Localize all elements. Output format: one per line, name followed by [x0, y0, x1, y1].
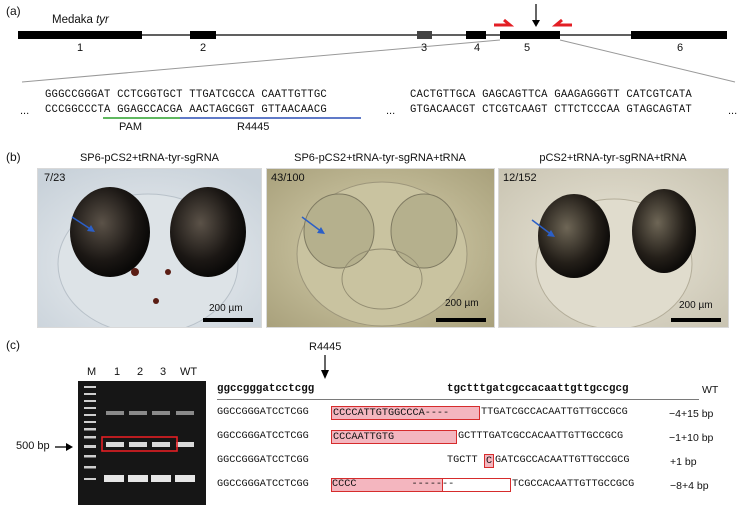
mut1-insertion-box: CCCCATTGTGGCCCA---- [331, 406, 480, 420]
exon-num-1: 1 [77, 42, 84, 54]
exon-2 [190, 31, 216, 39]
exon-1 [18, 31, 142, 39]
exon-num-6: 6 [677, 42, 684, 54]
seq-bottom-left: CCCGGCCCTA GGAGCCACGA AACTAGCGGT GTTAACA… [45, 104, 327, 116]
image-title-1: SP6-pCS2+tRNA-tyr-sgRNA [79, 152, 220, 164]
target-label: R4445 [237, 121, 270, 133]
exon-5 [500, 31, 560, 39]
mut2-prefix: GGCCGGGATCCTCGG [217, 431, 309, 442]
embryo-illustration-2 [267, 169, 494, 327]
lane-label-2: 2 [137, 366, 144, 378]
embryo-image-1 [37, 168, 262, 328]
embryo-illustration-1 [38, 169, 261, 327]
gene-name-label: Medaka tyr [52, 14, 109, 26]
scale-bar-2 [436, 318, 486, 322]
panel-a-label: (a) [6, 4, 21, 18]
forward-primer [494, 18, 515, 27]
marker-size-label: 500 bp [16, 440, 50, 452]
reverse-primer [551, 18, 572, 27]
mut4-prefix: GGCCGGGATCCTCGG [217, 479, 309, 490]
seq-top-left: GGGCCGGGAT CCTCGGTGCT TTGATCGCCA CAATTGT… [45, 89, 327, 101]
seq-top-right: CACTGTTGCA GAGCAGTTCA GAAGAGGGTT CATCGTC… [410, 89, 692, 101]
embryo-illustration-3 [499, 169, 728, 327]
mut3-mid: TGCTT [447, 455, 478, 466]
lane-label-3: 3 [160, 366, 167, 378]
exon-num-4: 4 [474, 42, 481, 54]
exon-4 [466, 31, 486, 39]
pam-label: PAM [119, 121, 143, 133]
lane-label-1: 1 [114, 366, 121, 378]
exon-6 [631, 31, 727, 39]
target-arrow-head [532, 20, 540, 27]
mut3-prefix: GGCCGGGATCCTCGG [217, 455, 309, 466]
exon-num-2: 2 [200, 42, 207, 54]
ellipsis-right: ... [728, 105, 738, 117]
mut1-suffix: TTGATCGCCACAATTGTTGCCGCG [481, 407, 628, 418]
wt-seq-right: tgctttgatcgccacaattgttgccgcg [447, 383, 629, 395]
seq-bottom-right: GTGACAACGT CTCGTCAAGT CTTCTCCCAA GTAGCAG… [410, 104, 692, 116]
mut1-tag: −4+15 bp [669, 408, 714, 420]
scale-text-3: 200 µm [679, 300, 713, 311]
cut-site-label: R4445 [309, 341, 342, 353]
exon-num-5: 5 [524, 42, 531, 54]
gene-prefix: Medaka [52, 14, 97, 26]
mut3-tag: +1 bp [670, 456, 697, 468]
mut2-insertion-box: CCCAATTGTG [331, 430, 457, 444]
mut3-suffix: GATCGCCACAATTGTTGCCGCG [495, 455, 630, 466]
mut4-insertion-box: CCCC ------- [332, 479, 455, 490]
mut4-box-outline [331, 478, 443, 492]
scale-text-1: 200 µm [209, 303, 243, 314]
image-title-2: SP6-pCS2+tRNA-tyr-sgRNA+tRNA [294, 152, 466, 164]
arrow-icon-3 [531, 219, 555, 237]
mut1-prefix: GGCCGGGATCCTCGG [217, 407, 309, 418]
scale-bar-3 [671, 318, 721, 322]
arrow-icon-1 [71, 216, 95, 232]
count-label-3: 12/152 [503, 172, 537, 184]
mut4-tag: −8+4 bp [670, 480, 709, 492]
mut4-suffix: TCGCCACAATTGTTGCCGCG [512, 479, 635, 490]
mut2-suffix: GCTTTGATCGCCACAATTGTTGCCGCG [458, 431, 624, 442]
embryo-image-2 [266, 168, 495, 328]
panel-c-label: (c) [6, 338, 20, 352]
count-label-1: 7/23 [44, 172, 66, 184]
ellipsis-middle: ... [386, 105, 396, 117]
zoom-line-right [559, 39, 736, 83]
image-title-3: pCS2+tRNA-tyr-sgRNA+tRNA [539, 152, 687, 164]
zoom-line-left [21, 39, 501, 83]
scale-bar-1 [203, 318, 253, 322]
exon-3 [417, 31, 432, 39]
embryo-image-3 [498, 168, 729, 328]
scale-text-2: 200 µm [445, 298, 479, 309]
gene-italic: tyr [96, 14, 109, 26]
wt-seq-left: ggccgggatcctcgg [217, 383, 315, 395]
mut2-tag: −1+10 bp [669, 432, 714, 444]
mut3-insertion-box: C [484, 454, 494, 468]
cut-site-arrow-icon [321, 355, 329, 379]
count-label-2: 43/100 [271, 172, 305, 184]
lane-label-m: M [87, 366, 97, 378]
arrow-icon-2 [301, 216, 325, 234]
gene-structure-diagram [18, 4, 736, 119]
wt-tag: WT [702, 384, 719, 396]
lane-label-wt: WT [180, 366, 198, 378]
mut4-box-outline-right [443, 478, 511, 492]
exon-num-3: 3 [421, 42, 428, 54]
gel-image [78, 381, 206, 505]
wt-underline [217, 399, 699, 400]
panel-b-label: (b) [6, 150, 21, 164]
marker-arrow-icon [55, 443, 73, 451]
ellipsis-left: ... [20, 105, 30, 117]
